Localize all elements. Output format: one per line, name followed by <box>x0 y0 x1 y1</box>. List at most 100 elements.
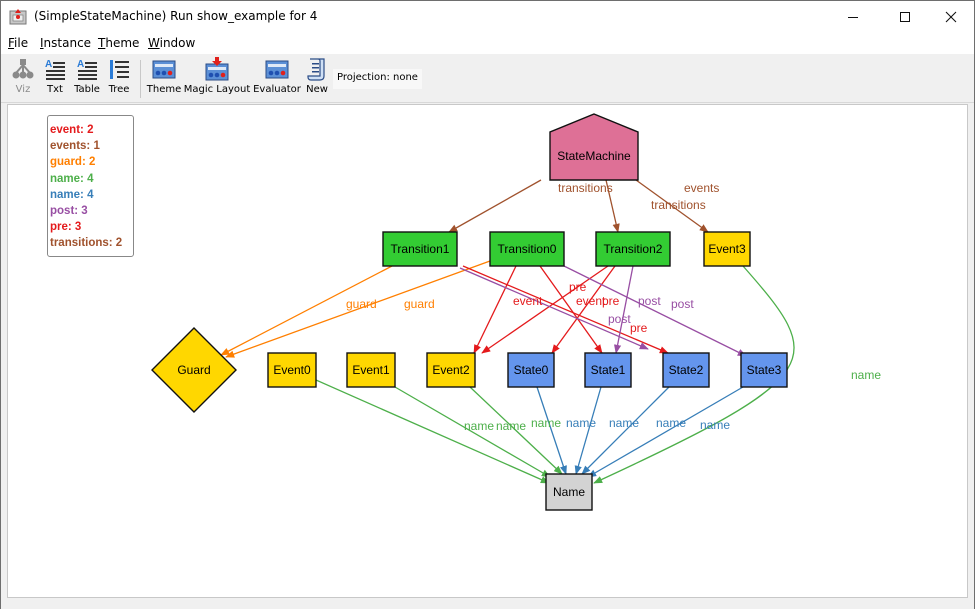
legend-item[interactable]: guard: 2 <box>50 156 96 169</box>
legend-item[interactable]: name: 4 <box>50 188 94 201</box>
node-name[interactable]: Name <box>545 473 593 511</box>
svg-text:A: A <box>45 59 52 70</box>
theme-button[interactable]: Theme <box>147 57 181 101</box>
node-label: StateMachine <box>557 149 631 163</box>
tree-button[interactable]: Tree <box>107 57 131 101</box>
edge-label: name <box>531 416 561 430</box>
edge-label: pre <box>630 321 648 335</box>
edge-transition2-event2 <box>481 265 609 354</box>
node-label: Event0 <box>273 363 311 377</box>
magic-layout-button[interactable]: Magic Layout <box>184 57 250 101</box>
close-button[interactable] <box>928 1 974 32</box>
edge-transition1-state2 <box>462 265 669 354</box>
menu-file-mnemonic: F <box>8 36 15 50</box>
edge-transition0-state1 <box>539 265 603 354</box>
edge-statemachine-transition2 <box>605 179 620 233</box>
close-icon <box>945 11 957 22</box>
edge-label: events <box>684 181 719 195</box>
maximize-button[interactable] <box>882 1 928 32</box>
app-icon <box>9 9 27 25</box>
minimize-button[interactable] <box>830 1 876 32</box>
legend-item[interactable]: name: 4 <box>50 172 94 185</box>
node-label: State2 <box>669 363 704 377</box>
edge-label: guard <box>404 297 435 311</box>
node-event2[interactable]: Event2 <box>426 352 476 388</box>
menu-file[interactable]: File <box>8 36 28 50</box>
menu-theme[interactable]: Theme <box>98 36 139 50</box>
edge-label: name <box>609 416 639 430</box>
edge-event0-name <box>315 379 550 484</box>
legend-item[interactable]: events: 1 <box>50 140 100 153</box>
edge-statemachine-transition1 <box>448 179 542 233</box>
node-guard[interactable]: Guard <box>151 327 237 413</box>
text-view-icon: A <box>45 59 65 80</box>
viz-label: Viz <box>15 84 31 95</box>
node-label: Event1 <box>352 363 390 377</box>
menu-instance-mnemonic: I <box>40 36 44 50</box>
edge-label: transitions <box>558 181 613 195</box>
maximize-icon <box>900 11 910 22</box>
table-label: Table <box>74 84 100 95</box>
node-shape <box>549 113 639 181</box>
edge-label: name <box>496 419 526 433</box>
magic-layout-icon <box>205 57 229 81</box>
node-event1[interactable]: Event1 <box>346 352 396 388</box>
legend-box: event: 2 events: 1 guard: 2 name: 4 name: 4 p… <box>47 115 134 257</box>
node-label: Transition0 <box>498 242 557 256</box>
node-transition2[interactable]: Transition2 <box>595 231 671 267</box>
node-shape <box>151 327 237 413</box>
table-button[interactable]: A Table <box>73 57 101 101</box>
menu-window[interactable]: Window <box>148 36 195 50</box>
edges-layer <box>220 179 795 484</box>
projection-label[interactable]: Projection: none <box>333 69 422 89</box>
node-label: State1 <box>591 363 626 377</box>
edge-label: pre <box>602 294 620 308</box>
tree-view-icon <box>110 60 129 79</box>
node-event3[interactable]: Event3 <box>703 231 751 267</box>
menu-window-mnemonic: W <box>148 36 160 50</box>
node-label: State0 <box>514 363 549 377</box>
txt-label: Txt <box>47 84 63 95</box>
theme-label: Theme <box>146 84 182 95</box>
node-shape <box>595 231 671 267</box>
node-event0[interactable]: Event0 <box>267 352 317 388</box>
edge-transition2-state0 <box>551 265 616 354</box>
legend-item[interactable]: post: 3 <box>50 205 88 218</box>
edge-label: post <box>638 294 661 308</box>
legend-item[interactable]: transitions: 2 <box>50 237 123 250</box>
evaluator-icon <box>265 60 289 79</box>
node-shape <box>662 352 710 388</box>
edge-transition1-guard <box>220 265 393 356</box>
menu-instance-rest: nstance <box>43 36 92 50</box>
menu-theme-mnemonic: T <box>98 36 106 50</box>
edge-label: name <box>464 419 494 433</box>
new-label: New <box>306 84 328 95</box>
node-state0[interactable]: State0 <box>507 352 555 388</box>
node-label: Name <box>553 485 585 499</box>
txt-button[interactable]: A Txt <box>43 57 67 101</box>
node-state3[interactable]: State3 <box>740 352 788 388</box>
node-label: Transition1 <box>391 242 450 256</box>
edge-state2-name <box>581 386 670 475</box>
menu-instance[interactable]: Instance <box>40 36 91 50</box>
node-statemachine[interactable]: StateMachine <box>549 113 639 181</box>
node-shape <box>507 352 555 388</box>
legend-item[interactable]: pre: 3 <box>50 221 82 234</box>
node-transition1[interactable]: Transition1 <box>382 231 458 267</box>
legend-item[interactable]: event: 2 <box>50 124 94 136</box>
node-state2[interactable]: State2 <box>662 352 710 388</box>
evaluator-button[interactable]: Evaluator <box>253 57 301 101</box>
edge-label: post <box>608 312 631 326</box>
node-transition0[interactable]: Transition0 <box>489 231 565 267</box>
node-label: Event3 <box>708 242 746 256</box>
viz-button[interactable]: Viz <box>10 57 36 101</box>
node-state1[interactable]: State1 <box>584 352 632 388</box>
node-shape <box>382 231 458 267</box>
edge-transition0-guard <box>225 260 491 358</box>
new-button[interactable]: New <box>304 57 330 101</box>
